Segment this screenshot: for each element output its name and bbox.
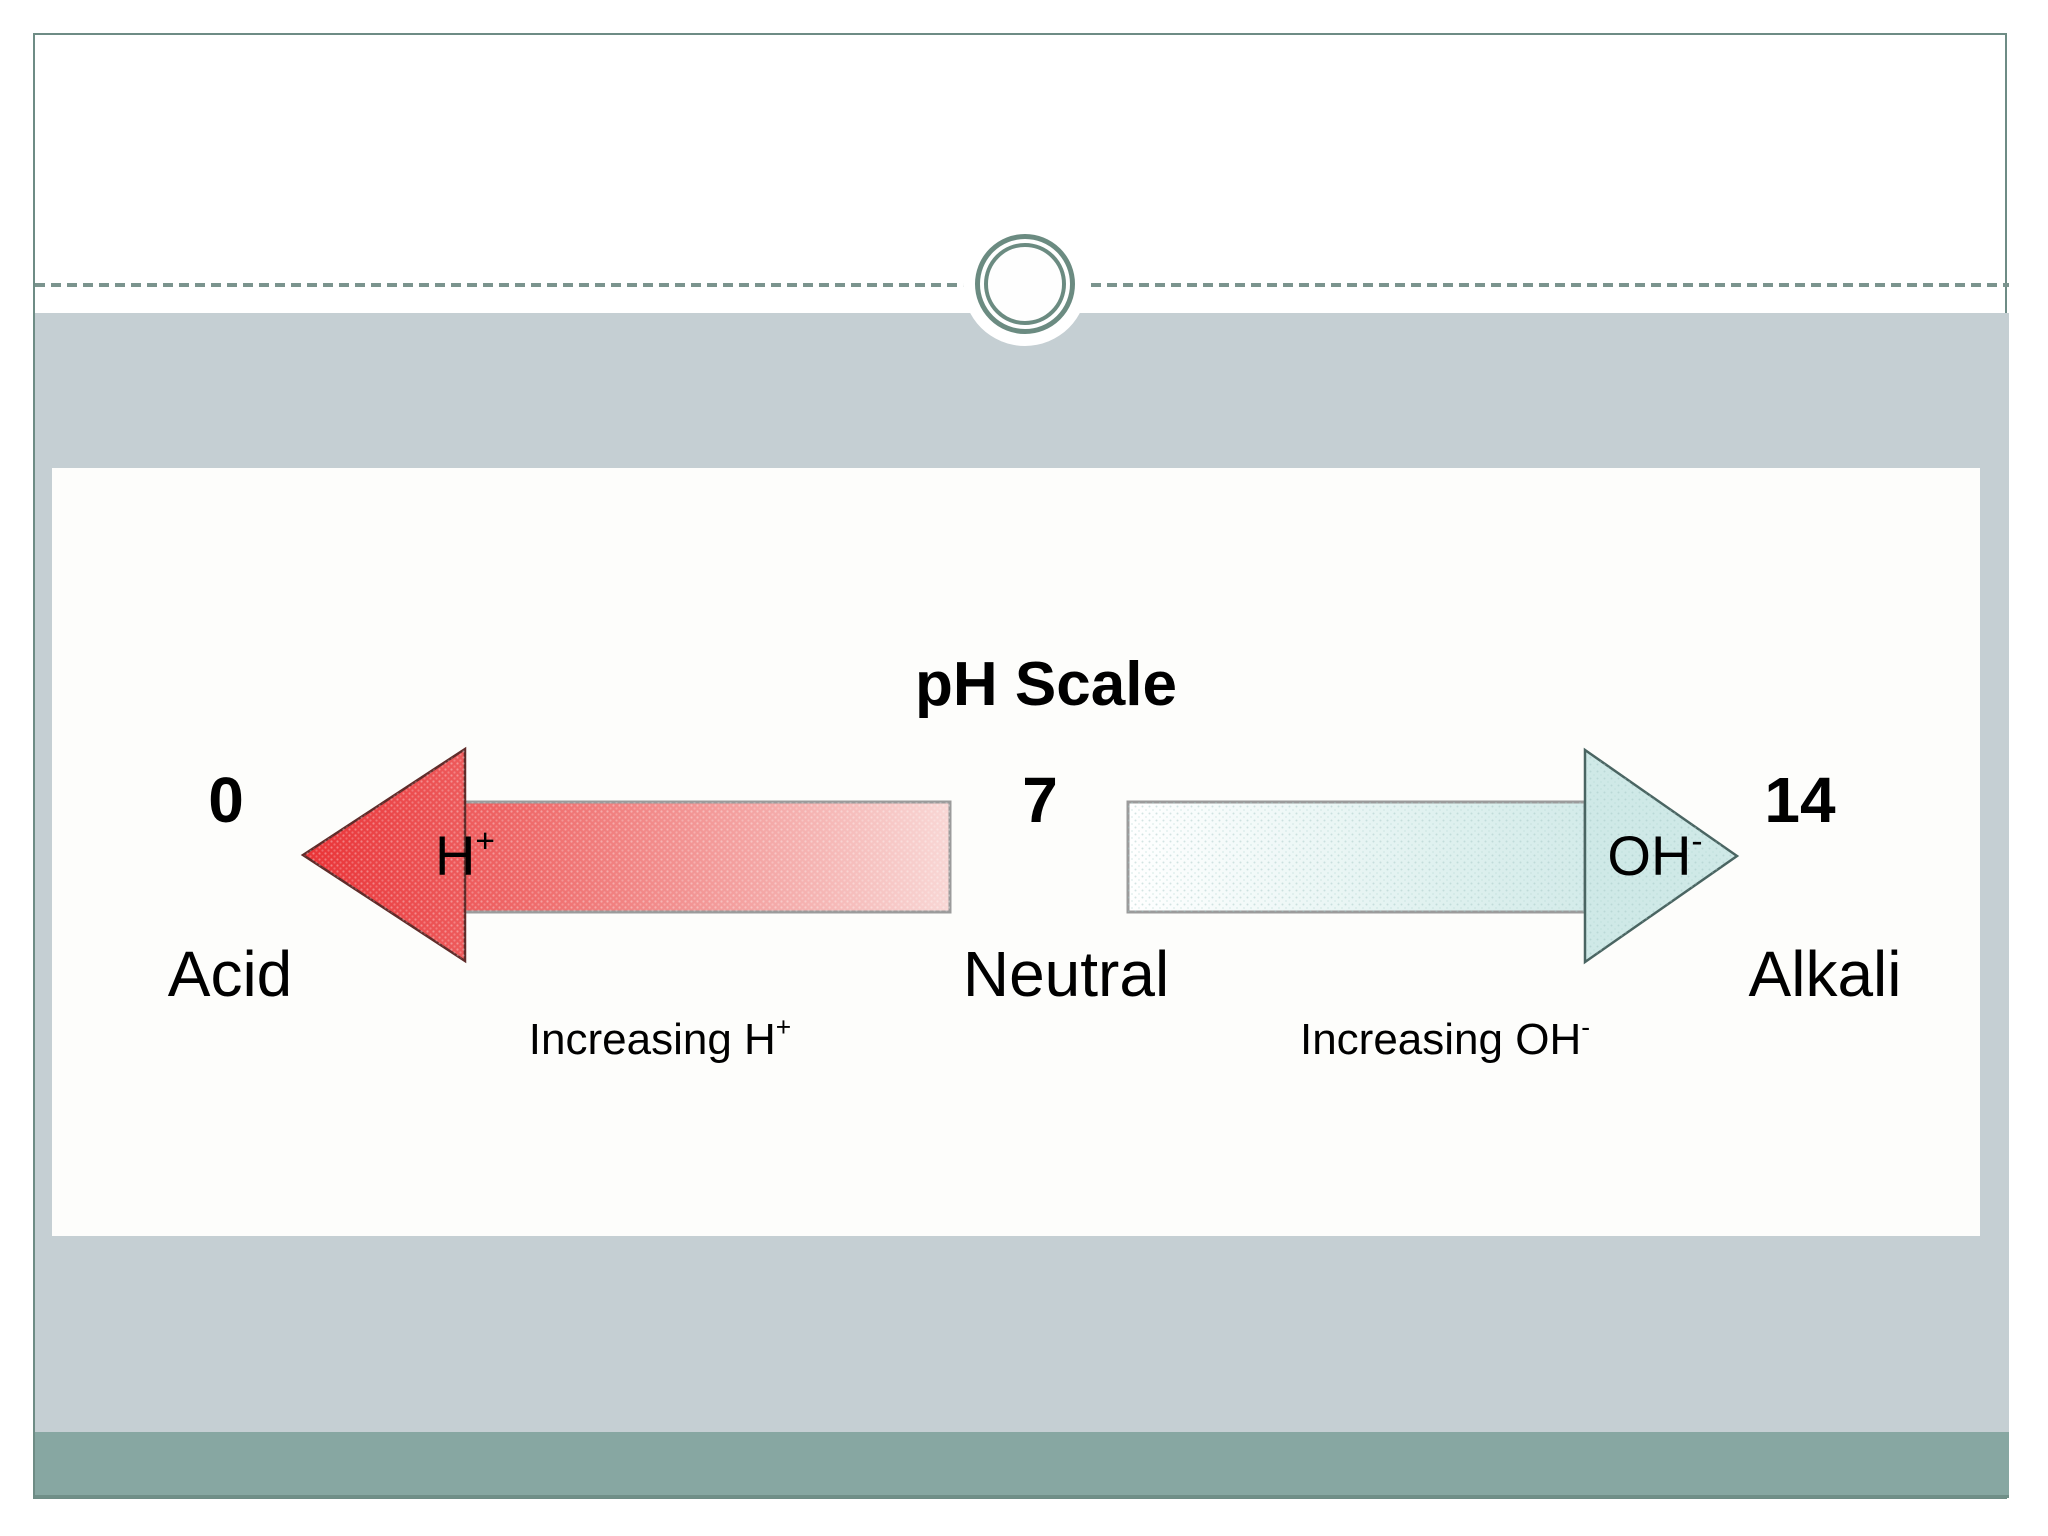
alkali-ion-symbol: OH [1607,824,1692,887]
alkali-ion-charge: - [1691,822,1703,860]
circle-ornament-inner-ring [984,243,1066,325]
caption-increasing-oh: Increasing OH- [1245,1014,1645,1064]
caption-increasing-oh-charge: - [1581,1011,1591,1042]
footer-bar [35,1432,2009,1498]
zone-label-neutral: Neutral [962,938,1170,1010]
ph-value-neutral: 7 [1022,764,1058,836]
caption-increasing-h-charge: + [775,1011,792,1042]
diagram-title: pH Scale [915,650,1177,719]
caption-increasing-h: Increasing H+ [460,1014,860,1064]
alkali-arrow-label: OH- [1580,825,1730,884]
ph-value-acid: 0 [208,764,244,836]
acid-arrow-label: H+ [395,825,535,884]
zone-label-alkali: Alkali [1748,938,1902,1010]
caption-increasing-h-text: Increasing H [528,1015,776,1064]
acid-ion-symbol: H [434,824,476,887]
zone-label-acid: Acid [167,938,293,1010]
caption-increasing-oh-text: Increasing OH [1299,1015,1582,1064]
ph-value-alkali: 14 [1764,764,1836,836]
acid-ion-charge: + [475,822,496,860]
